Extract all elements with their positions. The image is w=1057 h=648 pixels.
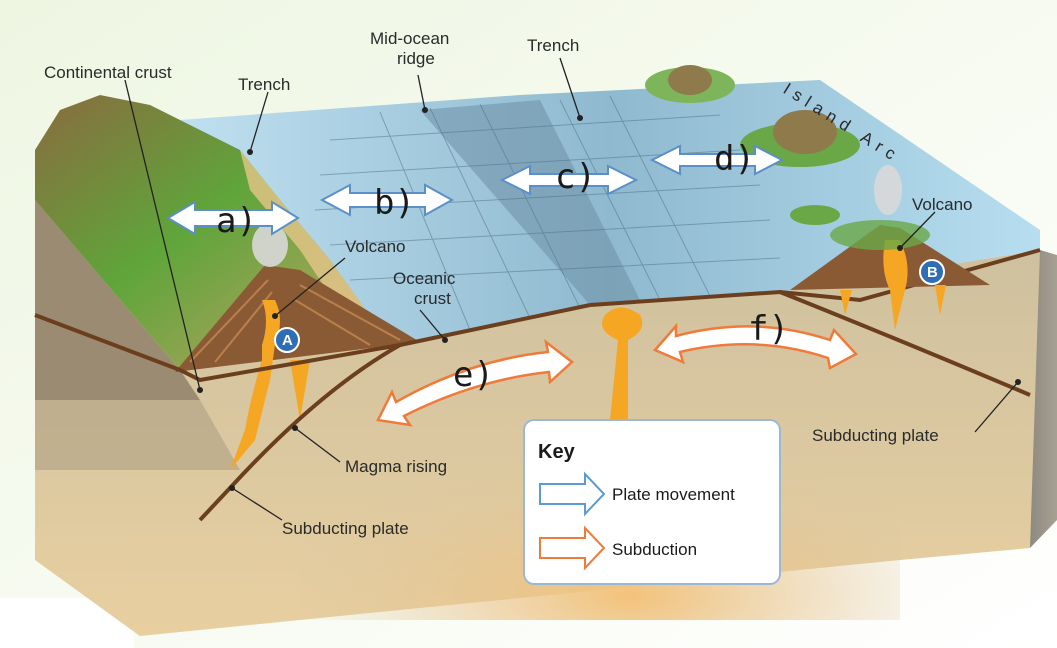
badge-a-text: A [282, 332, 293, 349]
marker-c: c) [555, 157, 596, 197]
key-box: Key Plate movement Subduction [523, 419, 781, 585]
label-subducting-plate-left: Subducting plate [282, 519, 409, 538]
ridge-grid [314, 95, 781, 331]
subduction-arrows [376, 322, 859, 427]
label-mid-ocean-line1: Mid-ocean [370, 29, 449, 48]
label-trench-left: Trench [238, 75, 290, 94]
smoke-right [874, 165, 902, 215]
subducting-plate-left-line [198, 343, 401, 522]
arrow-f [652, 322, 859, 370]
magma-right-veins [840, 285, 946, 315]
label-trench-right: Trench [527, 36, 579, 55]
key-plate-movement-arrow [539, 471, 606, 517]
arrow-b [319, 183, 455, 217]
magma-right [883, 240, 908, 330]
plate-movement-arrows [166, 144, 785, 236]
continental-lower-section [35, 400, 240, 470]
marker-a: a) [216, 201, 257, 241]
ridge-magma-plume [601, 307, 643, 420]
label-oceanic-crust-line1: Oceanic [393, 269, 456, 288]
plate-line-left [34, 303, 591, 383]
leader-lines [124, 57, 1021, 521]
arrow-c [499, 164, 639, 196]
left-volcano-layers [189, 279, 401, 363]
continental-crust-section [35, 200, 200, 400]
marker-b: b) [374, 183, 415, 223]
label-magma-rising: Magma rising [345, 457, 447, 476]
magma-left-2 [290, 360, 310, 420]
marker-f: f) [748, 309, 789, 349]
arrow-d [649, 144, 785, 176]
label-mid-ocean-line2: ridge [397, 49, 435, 68]
label-oceanic-crust-line2: crust [414, 289, 451, 308]
smoke-left [252, 223, 288, 267]
arrow-e [376, 338, 574, 427]
magma-left [230, 300, 280, 470]
label-volcano-left: Volcano [345, 237, 406, 256]
badge-b: B [919, 259, 945, 285]
key-title: Key [538, 441, 576, 463]
label-volcano-right: Volcano [912, 195, 973, 214]
marker-d: d) [714, 139, 755, 179]
marker-e: e) [453, 355, 494, 395]
key-plate-movement-label: Plate movement [612, 485, 735, 504]
key-subduction-arrow [539, 525, 606, 571]
key-subduction-label: Subduction [612, 540, 697, 559]
subducting-plate-right-line [779, 290, 1031, 397]
arrow-a [166, 200, 300, 236]
left-volcano-cone [175, 265, 420, 372]
badge-b-text: B [927, 264, 938, 281]
label-continental-crust: Continental crust [44, 63, 172, 82]
ridge-valley [420, 100, 640, 305]
label-subducting-plate-right: Subducting plate [812, 426, 939, 445]
badge-a: A [274, 327, 300, 353]
